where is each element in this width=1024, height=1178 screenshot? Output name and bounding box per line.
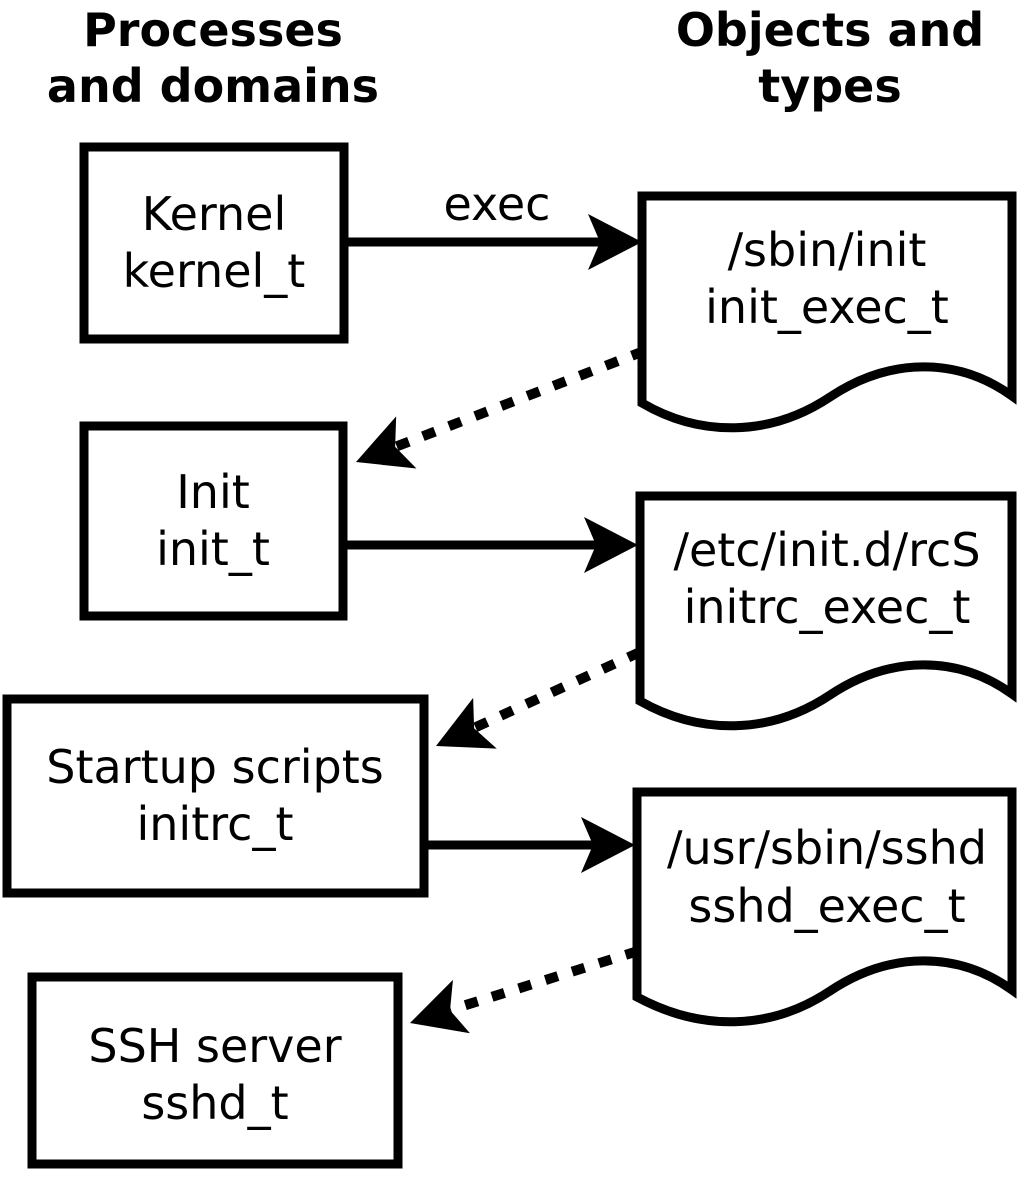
exec-arrow-initrc-to-sshd (428, 817, 635, 873)
document-shape (632, 787, 1017, 1027)
object-node-sbin-init: /sbin/init init_exec_t (637, 191, 1017, 433)
object-path-label: /etc/init.d/rcS (673, 523, 980, 577)
exec-arrowhead-icon (581, 817, 635, 873)
header-objects-line2: types (758, 59, 901, 113)
exec-arrow-kernel-to-sbin-init: exec (348, 177, 642, 270)
process-name-label: SSH server (88, 1019, 341, 1073)
transition-arrow-sshd-exec-to-sshd (410, 946, 640, 1034)
process-box (79, 421, 348, 621)
process-node-init: Init init_t (79, 421, 348, 621)
process-node-ssh-server: SSH server sshd_t (27, 972, 403, 1169)
process-node-startup-scripts: Startup scripts initrc_t (2, 694, 429, 898)
transition-arrowhead-icon (356, 416, 417, 469)
object-path-label: /sbin/init (728, 223, 927, 277)
process-node-kernel: Kernel kernel_t (79, 142, 349, 344)
exec-arrowhead-icon (588, 214, 642, 270)
transition-arrowhead-icon (436, 697, 497, 749)
document-shape (637, 191, 1017, 433)
header-processes-line2: and domains (47, 59, 379, 113)
process-name-label: Startup scripts (46, 740, 384, 794)
column-header-objects: Objects and types (676, 3, 984, 113)
exec-arrowhead-icon (584, 517, 638, 573)
exec-arrow-label: exec (444, 177, 551, 231)
transition-arrow-init-exec-to-init (356, 346, 646, 469)
process-box (79, 142, 349, 344)
transition-arrow-initrc-exec-to-initrc (436, 647, 643, 749)
object-type-label: init_exec_t (705, 280, 949, 334)
process-type-label: kernel_t (123, 244, 306, 298)
process-box (27, 972, 403, 1169)
transition-arrow-shaft (448, 946, 640, 1015)
process-type-label: init_t (156, 522, 270, 576)
transition-arrow-shaft (393, 346, 646, 452)
process-box (2, 694, 429, 898)
exec-arrow-init-to-rcs (347, 517, 638, 573)
process-type-label: initrc_t (137, 797, 294, 851)
process-name-label: Init (176, 465, 250, 519)
object-node-etc-initd-rcs: /etc/init.d/rcS initrc_exec_t (635, 491, 1017, 731)
header-processes-line1: Processes (83, 3, 343, 57)
transition-arrowhead-icon (410, 979, 470, 1034)
object-node-usr-sbin-sshd: /usr/sbin/sshd sshd_exec_t (632, 787, 1017, 1027)
header-objects-line1: Objects and (676, 3, 984, 57)
transition-arrow-shaft (471, 647, 643, 733)
object-path-label: /usr/sbin/sshd (667, 821, 987, 875)
process-type-label: sshd_t (141, 1076, 288, 1130)
object-type-label: sshd_exec_t (688, 879, 965, 933)
object-type-label: initrc_exec_t (684, 580, 971, 634)
document-shape (635, 491, 1017, 731)
column-header-processes: Processes and domains (47, 3, 379, 113)
process-name-label: Kernel (142, 187, 287, 241)
